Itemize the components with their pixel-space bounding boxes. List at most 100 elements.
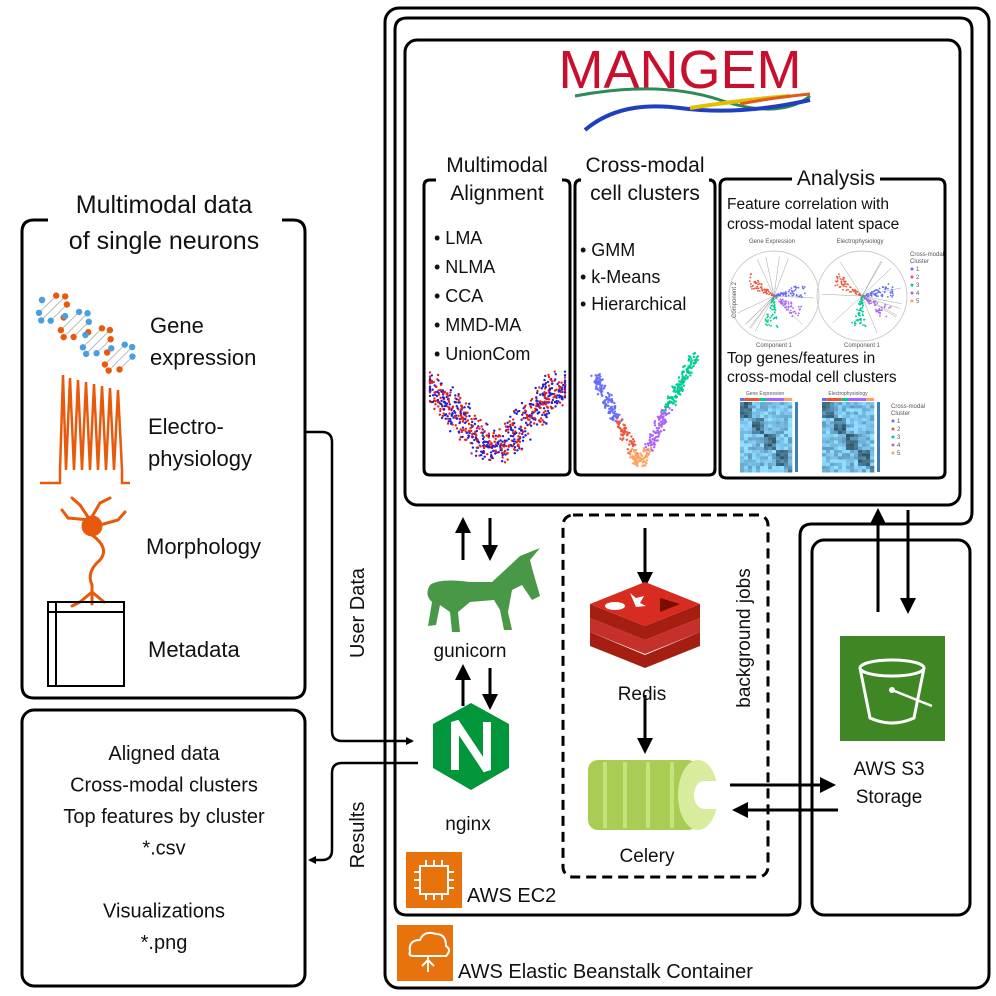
scatter-point (541, 419, 544, 422)
biplot-point (851, 321, 853, 324)
heatmap-cell (760, 453, 765, 457)
heatmap-cell (846, 462, 851, 467)
heatmap-cell (826, 434, 831, 438)
scatter-point (444, 417, 447, 420)
scatter-point (551, 382, 554, 385)
heatmap-cell (834, 466, 839, 470)
scatter-point (435, 390, 439, 394)
heatmap-cell (862, 462, 867, 467)
heatmap-cell (870, 462, 875, 467)
heatmap-cell (826, 414, 831, 419)
scatter-point (613, 414, 616, 418)
scatter-point (668, 401, 671, 405)
scatter-point (492, 435, 495, 438)
heatmap-cell (772, 424, 777, 428)
biplot-point (837, 273, 840, 276)
scatter-point (547, 375, 551, 379)
scatter-point (491, 444, 495, 447)
biplot-point (853, 321, 856, 323)
scatter-point (500, 451, 504, 455)
biplot-point (775, 317, 778, 320)
scatter-point (428, 380, 432, 384)
ec2-icon (406, 852, 462, 908)
biplot-point (859, 303, 861, 306)
scatter-point (613, 410, 617, 413)
heatmap-cell (780, 408, 785, 412)
biplot-point (891, 290, 894, 293)
scatter-point (479, 450, 483, 453)
heatmap-cell (830, 434, 835, 438)
scatter-point (634, 460, 637, 463)
scatter-point (693, 351, 697, 355)
heatmap-cell (862, 418, 867, 422)
scatter-point (532, 403, 535, 407)
scatter-point (441, 405, 444, 408)
biplot-point (782, 294, 785, 297)
scatter-point (676, 388, 679, 391)
scatter-point (530, 412, 534, 415)
heatmap-cell (826, 408, 831, 412)
output-line: Cross-modal clusters (70, 775, 258, 797)
heatmap-cell (776, 427, 781, 431)
input-item-label: physiology (148, 446, 252, 471)
heatmap-cell (764, 469, 769, 473)
scatter-point (507, 428, 510, 431)
scatter-point (553, 379, 556, 382)
scatter-point (474, 454, 478, 457)
scatter-point (511, 444, 515, 447)
heatmap-cell (866, 418, 871, 422)
scatter-point (437, 393, 441, 396)
scatter-point (435, 385, 438, 389)
biplot-point (842, 276, 845, 279)
heatmap-cell (784, 469, 789, 473)
scatter-point (440, 416, 444, 420)
scatter-point (513, 445, 517, 449)
scatter-point (639, 452, 642, 455)
heatmap-cell (768, 411, 773, 415)
scatter-point (459, 428, 462, 431)
biplot-point (784, 303, 787, 306)
biplot-point (791, 294, 794, 297)
heatmap-cell (788, 421, 793, 425)
biplot-point (771, 308, 774, 311)
heatmap-cell (780, 430, 785, 435)
scatter-point (548, 391, 551, 395)
scatter-point (451, 412, 454, 415)
scatter-point (642, 449, 645, 453)
heatmap-cell (784, 453, 789, 457)
cluster-bar (744, 398, 760, 401)
scatter-point (449, 430, 452, 433)
biplot-xlabel: Component 1 (844, 343, 881, 349)
heatmap-cell (748, 405, 753, 409)
biplot-point (790, 287, 793, 290)
heatmap-cell (834, 437, 839, 441)
scatter-point (610, 409, 614, 412)
biplot-point (853, 322, 856, 325)
heatmap-cell (858, 437, 863, 441)
scatter-point (518, 435, 522, 439)
scatter-point (557, 400, 560, 403)
heatmap-cell (772, 459, 777, 463)
biplot-point (769, 319, 772, 322)
scatter-point (477, 425, 480, 428)
heatmap-cell (854, 446, 859, 451)
heatmap-cell (768, 402, 773, 406)
heatmap-cell (850, 424, 855, 428)
scatter-point (540, 387, 544, 390)
heatmap-cell (748, 414, 753, 419)
neuron-icon (60, 496, 127, 608)
heatmap-cell (784, 421, 789, 425)
scatter-point (443, 404, 447, 408)
heatmap-cell (870, 405, 875, 409)
feature-correlation-title: cross-modal latent space (727, 216, 899, 233)
scatter-point (659, 414, 663, 417)
scatter-point (486, 423, 489, 426)
cluster-method: • GMM (580, 240, 635, 260)
legend-marker (910, 275, 914, 279)
biplot-point (772, 308, 775, 311)
scatter-point (503, 461, 507, 464)
heatmap-cell (858, 466, 863, 470)
heatmap-cell (842, 443, 847, 447)
heatmap-cell (760, 466, 765, 470)
scatter-point (656, 429, 660, 432)
